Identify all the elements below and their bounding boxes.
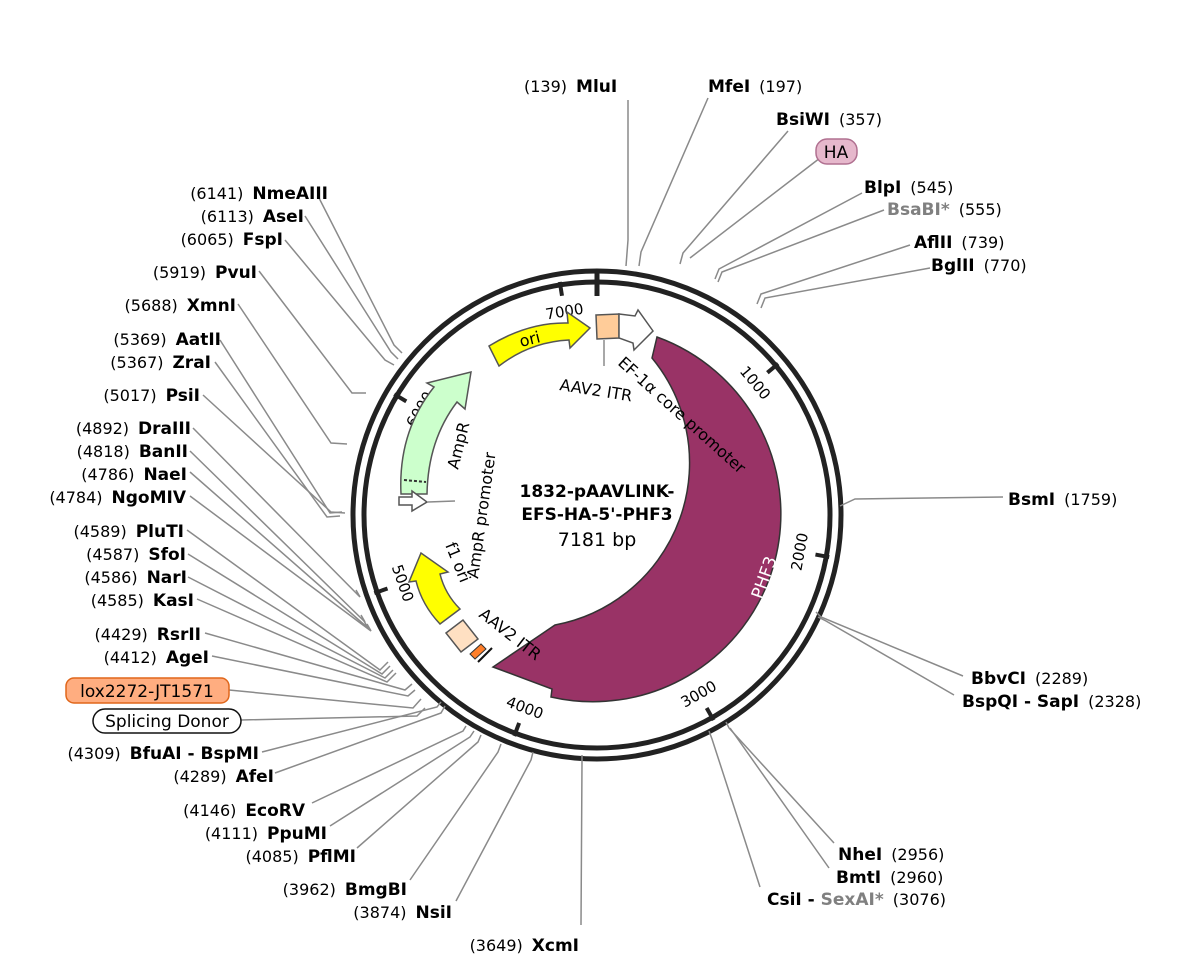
site-afei[interactable]: (4289)AfeI: [173, 767, 274, 787]
site-aatii[interactable]: (5369)AatII: [113, 330, 221, 350]
plasmid-size: 7181 bp: [558, 529, 637, 551]
ori-label: ori: [517, 327, 542, 350]
site-ngomiv[interactable]: (4784)NgoMIV: [49, 488, 187, 508]
ori-feature[interactable]: [488, 310, 592, 368]
ampr-promoter-label: AmpR promoter: [463, 451, 500, 580]
site-bsmi[interactable]: BsmI(1759): [1008, 490, 1117, 510]
splicing-donor-tag[interactable]: Splicing Donor: [92, 708, 242, 734]
ha-tag[interactable]: HA: [815, 138, 858, 165]
site-bglii[interactable]: BglII(770): [931, 256, 1027, 276]
ampr-promoter-feature[interactable]: [398, 489, 429, 513]
tick-mark: [512, 722, 522, 737]
ha-tag-label: HA: [824, 143, 849, 163]
aav2-itr-top-label: AAV2 ITR: [558, 375, 633, 405]
tick-label: 2000: [787, 531, 812, 572]
site-pvui[interactable]: (5919)PvuI: [153, 263, 257, 283]
site-draiii[interactable]: (4892)DraIII: [76, 419, 191, 439]
tick-label: 3000: [678, 677, 720, 712]
tick-label: 1000: [736, 363, 774, 404]
tick-label: 5000: [388, 562, 418, 604]
phf3-feature[interactable]: [491, 336, 782, 703]
site-blpi[interactable]: BlpI(545): [864, 178, 953, 198]
ampr-promoter-leader: [427, 500, 456, 503]
site-bsiwi[interactable]: BsiWI(357): [776, 110, 882, 130]
tick-mark: [815, 552, 830, 560]
site-sfoi[interactable]: (4587)SfoI: [86, 545, 186, 565]
aav2-itr-top-feature[interactable]: [595, 313, 620, 340]
site-nari[interactable]: (4586)NarI: [84, 568, 187, 588]
ef1a-feature[interactable]: [618, 308, 654, 352]
backbone: [350, 268, 844, 762]
site-bfuai[interactable]: (4309)BfuAI - BspMI: [67, 744, 259, 764]
plasmid-name-line1: 1832-pAAVLINK-: [520, 482, 675, 502]
site-nhei[interactable]: NheI(2956): [838, 845, 944, 865]
site-ppumi[interactable]: (4111)PpuMI: [205, 824, 327, 844]
site-agei[interactable]: (4412)AgeI: [104, 648, 209, 668]
site-ecorv[interactable]: (4146)EcoRV: [183, 801, 306, 821]
site-kasi[interactable]: (4585)KasI: [91, 591, 194, 611]
site-xcmi[interactable]: (3649)XcmI: [470, 936, 579, 956]
plasmid-name-line2: EFS-HA-5'-PHF3: [521, 505, 672, 525]
ampr-label: AmpR: [443, 420, 473, 471]
f1-ori-feature[interactable]: [407, 551, 462, 626]
site-pflmi[interactable]: (4085)PflMI: [245, 847, 356, 867]
site-aflii[interactable]: AflII(739): [914, 233, 1004, 253]
lox-marker: [469, 643, 487, 660]
site-csii[interactable]: CsiI - SexAI*(3076): [767, 890, 946, 910]
site-bmti[interactable]: BmtI(2960): [836, 868, 943, 888]
itr-bottom-tick: [477, 647, 493, 663]
site-naei[interactable]: (4786)NaeI: [81, 465, 187, 485]
ampr-feature[interactable]: [400, 370, 472, 495]
site-zrai[interactable]: (5367)ZraI: [110, 353, 211, 373]
site-asei[interactable]: (6113)AseI: [201, 207, 304, 227]
site-pluti[interactable]: (4589)PluTI: [73, 522, 184, 542]
aav2-itr-bottom-feature[interactable]: [444, 618, 480, 654]
site-fspi[interactable]: (6065)FspI: [181, 230, 283, 250]
site-bbvci[interactable]: BbvCI(2289): [971, 669, 1088, 689]
leader-lines: [186, 97, 1004, 926]
lox2272-tag[interactable]: lox2272-JT1571: [65, 677, 230, 704]
site-bspqi[interactable]: BspQI - SapI(2328): [962, 692, 1141, 712]
tick-mark: [557, 281, 564, 297]
site-bmgbi[interactable]: (3962)BmgBI: [283, 880, 407, 900]
tick-mark: [766, 362, 780, 375]
ampr-dotted: [403, 479, 427, 483]
site-psii[interactable]: (5017)PsiI: [103, 386, 200, 406]
tick-label: 4000: [504, 693, 546, 723]
tick-mark: [393, 392, 408, 404]
site-nmeaiii[interactable]: (6141)NmeAIII: [190, 184, 328, 204]
site-xmni[interactable]: (5688)XmnI: [125, 296, 236, 316]
site-mfei[interactable]: MfeI(197): [708, 77, 802, 97]
site-mlui[interactable]: (139)MluI: [524, 77, 617, 97]
tick-mark: [373, 586, 389, 596]
site-rsrii[interactable]: (4429)RsrII: [95, 625, 201, 645]
site-nsii[interactable]: (3874)NsiI: [353, 903, 452, 923]
site-banii[interactable]: (4818)BanII: [77, 442, 188, 462]
lox2272-label: lox2272-JT1571: [80, 682, 214, 702]
backbone-outer-ring: [350, 268, 844, 762]
splicing-donor-label: Splicing Donor: [105, 712, 229, 732]
tick-mark: [704, 707, 716, 722]
site-bsabi[interactable]: BsaBI*(555): [887, 200, 1002, 220]
